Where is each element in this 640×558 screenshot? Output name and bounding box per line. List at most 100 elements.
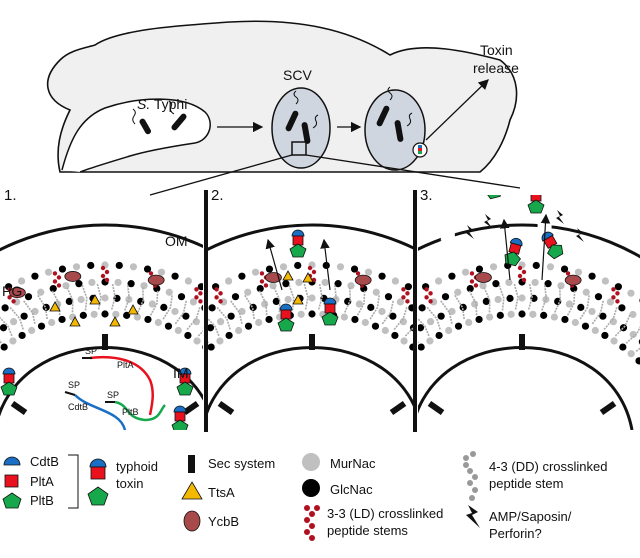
sec-system <box>599 400 617 416</box>
murnac-bead <box>417 290 424 297</box>
legend-sec: Sec system <box>208 456 275 471</box>
dd-crosslink <box>251 378 275 391</box>
ld-crosslink <box>218 291 223 296</box>
murnac-bead <box>531 278 539 287</box>
ld-crosslink <box>517 265 523 271</box>
murnac-bead <box>331 366 338 373</box>
glcnac-bead <box>449 335 456 342</box>
murnac-bead <box>289 366 296 373</box>
murnac-bead <box>101 294 109 302</box>
glcnac-bead <box>367 303 375 311</box>
glcnac-bead <box>350 265 359 273</box>
glcnac-bead <box>115 261 123 270</box>
dd-crosslink <box>162 295 173 321</box>
dd-crosslink <box>440 300 453 325</box>
murnac-bead <box>347 282 355 290</box>
ld-crosslink <box>401 295 406 300</box>
murnac-bead <box>72 263 81 271</box>
murnac-bead <box>419 311 426 318</box>
scv-label: SCV <box>283 67 312 83</box>
glcnac-bead <box>492 397 499 404</box>
murnac-bead <box>44 268 53 276</box>
dd-crosslink <box>356 290 366 317</box>
ld-crosslink <box>104 277 110 283</box>
dd-crosslink <box>303 283 309 311</box>
murnac-bead <box>10 318 18 326</box>
glcnac-bead <box>58 315 66 324</box>
glcnac-bead <box>482 297 490 305</box>
dd-crosslink <box>37 294 49 320</box>
murnac-bead <box>226 365 233 372</box>
murnac-bead <box>179 346 186 353</box>
murnac-bead <box>400 337 408 345</box>
sec-system <box>427 400 445 416</box>
murnac-bead <box>244 288 252 296</box>
glcnac-bead <box>381 354 388 361</box>
dd-crosslink <box>579 295 590 321</box>
dd-crosslink <box>591 300 605 325</box>
gene-cdtb: SP CdtB <box>64 380 127 431</box>
murnac-bead <box>216 337 224 345</box>
ld-crosslink <box>218 299 223 304</box>
murnac-bead <box>267 364 274 371</box>
murnac-bead <box>546 263 555 271</box>
murnac-bead <box>9 337 17 345</box>
glcnac-bead <box>227 312 235 320</box>
murnac-bead <box>259 382 266 389</box>
ld-crosslink <box>311 269 317 275</box>
glcnac-bead <box>581 322 590 330</box>
glcnac-bead <box>202 344 203 350</box>
murnac-bead <box>394 365 401 372</box>
legend-ycbb: YcbB <box>208 514 239 529</box>
murnac-bead <box>340 386 347 393</box>
murnac-bead <box>224 277 233 285</box>
glcnac-bead <box>588 272 596 280</box>
glcnac-bead <box>351 315 359 324</box>
legend-dd-line1: 4-3 (DD) crosslinked <box>489 459 607 474</box>
murnac-bead <box>28 326 36 335</box>
typhoid-toxin <box>537 228 566 261</box>
dd-crosslink <box>369 295 380 321</box>
murnac-bead <box>378 307 386 316</box>
murnac-bead <box>565 300 573 308</box>
typhoid-toxin <box>0 367 18 396</box>
zoom-line-left <box>149 154 293 196</box>
glcnac-bead <box>265 265 274 273</box>
glcnac-bead <box>20 312 28 320</box>
murnac-bead <box>295 278 303 287</box>
glcnac-bead <box>355 333 362 340</box>
murnac-bead <box>157 268 166 276</box>
glcnac-bead <box>202 326 203 329</box>
ld-crosslink <box>52 271 58 276</box>
dd-crosslink <box>345 391 370 402</box>
murnac-bead <box>350 403 357 410</box>
murnac-bead <box>361 318 369 327</box>
panel-number-2: 2. <box>211 187 224 204</box>
dd-crosslink <box>149 290 159 317</box>
glcnac-bead <box>366 409 373 416</box>
outer-membrane <box>0 223 203 252</box>
dd-crosslink <box>258 290 268 316</box>
peptidoglycan-layer <box>331 261 640 416</box>
glcnac-bead <box>532 261 540 270</box>
glcnac-bead <box>171 272 179 280</box>
toxin-release-label-1: Toxin <box>480 42 513 58</box>
murnac-bead <box>193 337 201 345</box>
glcnac-bead <box>245 314 252 321</box>
murnac-bead <box>184 277 193 285</box>
glcnac-bead <box>125 397 132 404</box>
ld-crosslink <box>194 295 199 300</box>
glcnac-bead <box>37 322 46 330</box>
murnac-bead <box>471 300 479 308</box>
pltb-legend-icon <box>2 492 22 509</box>
dd-crosslink <box>498 285 505 312</box>
ycbb-enzyme <box>147 274 165 286</box>
murnac-bead <box>239 381 246 388</box>
glcnac-bead <box>157 373 164 380</box>
ld-crosslink <box>100 265 106 271</box>
ld-crosslink <box>428 291 433 296</box>
murnac-bead <box>486 313 494 321</box>
ld-crosslink <box>469 271 475 276</box>
dd-crosslink <box>527 283 533 311</box>
murnac-bead <box>446 381 453 388</box>
